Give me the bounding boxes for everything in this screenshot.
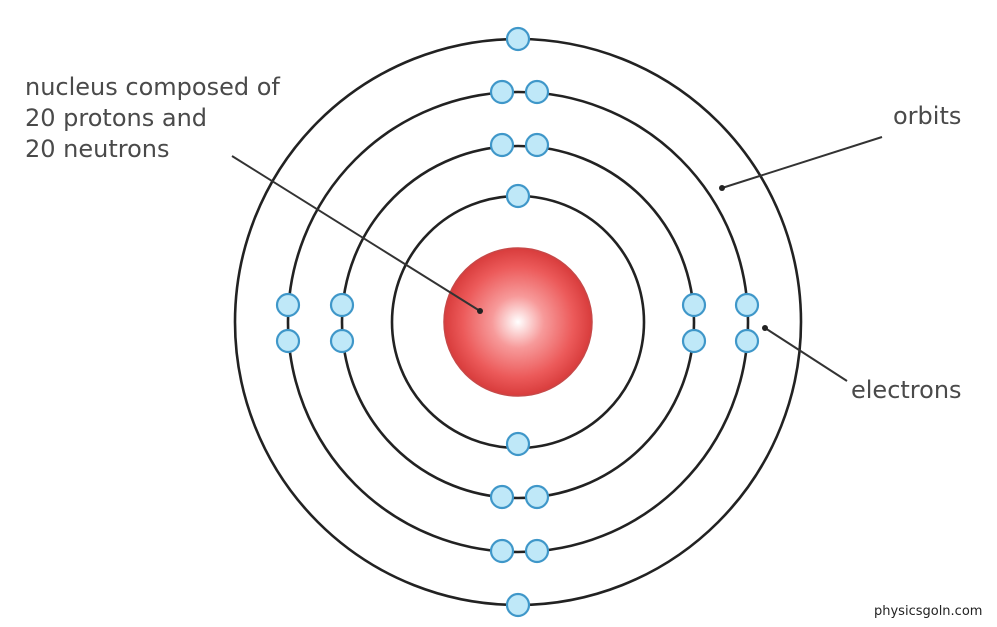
electron <box>505 592 531 618</box>
nucleus-label-line-2: 20 protons and <box>25 104 208 133</box>
nucleus-leader-dot <box>477 308 483 314</box>
electrons <box>275 26 760 618</box>
nucleus-leader-line <box>231 155 481 312</box>
electron <box>275 328 301 354</box>
nucleus-label-line-1: nucleus composed of <box>25 73 280 101</box>
electron <box>524 132 550 158</box>
electrons-label: electrons <box>851 376 962 404</box>
electron <box>681 328 707 354</box>
orbit-2 <box>340 144 696 500</box>
electron <box>489 484 515 510</box>
electron <box>524 538 550 564</box>
electron <box>489 79 515 105</box>
electron <box>489 538 515 564</box>
electron <box>505 183 531 209</box>
electron <box>681 292 707 318</box>
electron <box>329 328 355 354</box>
watermark: physicsgoln.com <box>874 604 983 619</box>
electron <box>329 292 355 318</box>
electron <box>489 132 515 158</box>
orbit-3 <box>286 90 750 554</box>
electron <box>734 328 760 354</box>
electron <box>505 26 531 52</box>
nucleus <box>443 247 593 397</box>
nucleus-label: nucleus composed of 20 protons and 20 ne… <box>25 72 280 166</box>
electron <box>275 292 301 318</box>
electron <box>734 292 760 318</box>
electrons-leader-dot <box>762 325 768 331</box>
nucleus-label-line-3: 20 neutrons <box>25 135 170 164</box>
electrons-leader-line <box>764 327 848 382</box>
orbits-leader-line <box>721 136 883 189</box>
leader-dots <box>477 185 768 331</box>
electron <box>505 431 531 457</box>
electron <box>524 484 550 510</box>
electron <box>524 79 550 105</box>
orbits-label: orbits <box>893 102 962 130</box>
leader-lines <box>231 136 883 382</box>
orbits-leader-dot <box>719 185 725 191</box>
